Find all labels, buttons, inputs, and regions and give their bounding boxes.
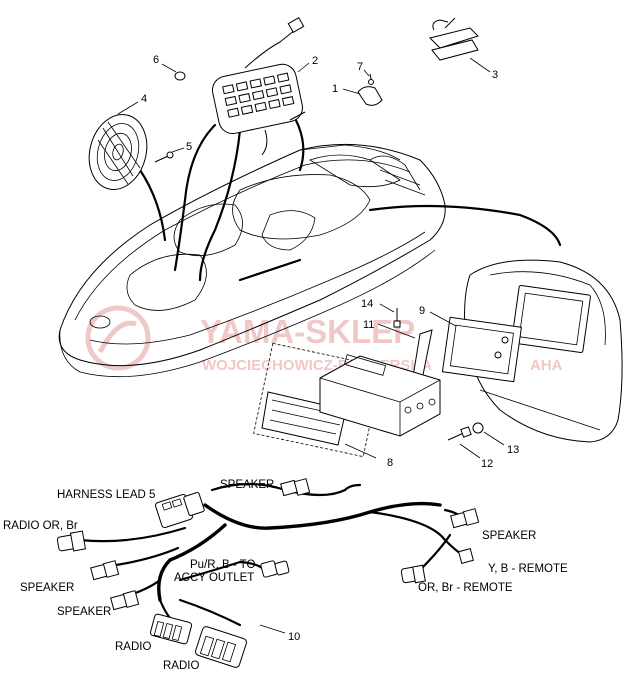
watermark-logo-icon — [85, 305, 151, 371]
radio-connector-2 — [195, 626, 247, 668]
accy-outlet-connector — [260, 560, 290, 578]
radio-housing — [441, 259, 623, 443]
callout-12: 12 — [481, 458, 493, 470]
speaker-unit — [88, 114, 148, 190]
callout-2: 2 — [312, 55, 318, 67]
callout-14: 14 — [361, 298, 373, 310]
bracket-screw — [393, 308, 401, 328]
speaker-top-connector — [280, 478, 311, 497]
grommet — [174, 71, 186, 81]
radio-or-br-connector — [56, 530, 87, 552]
connector-bracket — [429, 17, 479, 61]
or-br-remote-connector — [400, 564, 426, 584]
harness-lead-connector — [155, 492, 205, 529]
bolt-and-nut — [447, 422, 484, 441]
callout-9: 9 — [419, 305, 425, 317]
label-speaker-top: SPEAKER — [220, 479, 274, 491]
clip-bracket — [357, 73, 383, 106]
label-radio-1: RADIO — [115, 641, 151, 653]
label-or-br-remote: OR, Br - REMOTE — [418, 582, 513, 594]
callouts: 1 2 3 4 5 6 7 8 9 10 11 12 13 14 — [117, 54, 519, 643]
label-harness-lead: HARNESS LEAD 5 — [57, 489, 155, 501]
label-radio-2: RADIO — [163, 660, 199, 672]
callout-4: 4 — [141, 93, 147, 105]
connection-lines — [138, 108, 562, 282]
label-y-b-remote: Y, B - REMOTE — [488, 563, 568, 575]
callout-13: 13 — [507, 444, 519, 456]
label-speaker-left1: SPEAKER — [20, 582, 74, 594]
switch-panel — [211, 16, 306, 156]
radio-connector-1 — [149, 613, 193, 645]
watermark-title: YAMA-SKLEP — [200, 313, 415, 350]
speaker-screw — [154, 151, 174, 163]
label-speaker-left2: SPEAKER — [57, 606, 111, 618]
label-accy-outlet-1: Pu/R, B - TO — [190, 559, 255, 571]
callout-1: 1 — [332, 83, 338, 95]
y-b-remote-connector — [458, 548, 474, 564]
speaker-left2-connector — [110, 590, 140, 611]
label-speaker-right: SPEAKER — [482, 530, 536, 542]
callout-6: 6 — [153, 54, 159, 66]
label-radio-or-br: RADIO OR, Br — [3, 520, 78, 532]
callout-10: 10 — [288, 631, 300, 643]
radio-unit — [253, 342, 441, 458]
speaker-left1-connector — [90, 560, 120, 581]
callout-7: 7 — [357, 61, 363, 73]
speaker-right-connector — [450, 508, 480, 529]
harness-connectors — [56, 478, 480, 668]
wire-labels: HARNESS LEAD 5 RADIO OR, Br SPEAKER SPEA… — [3, 479, 568, 672]
label-accy-outlet-2: ACCY OUTLET — [174, 572, 254, 584]
callout-5: 5 — [186, 141, 192, 153]
callout-8: 8 — [387, 457, 393, 469]
watermark-partial: AHA — [530, 357, 563, 374]
callout-3: 3 — [492, 69, 498, 81]
callout-11: 11 — [363, 319, 374, 331]
